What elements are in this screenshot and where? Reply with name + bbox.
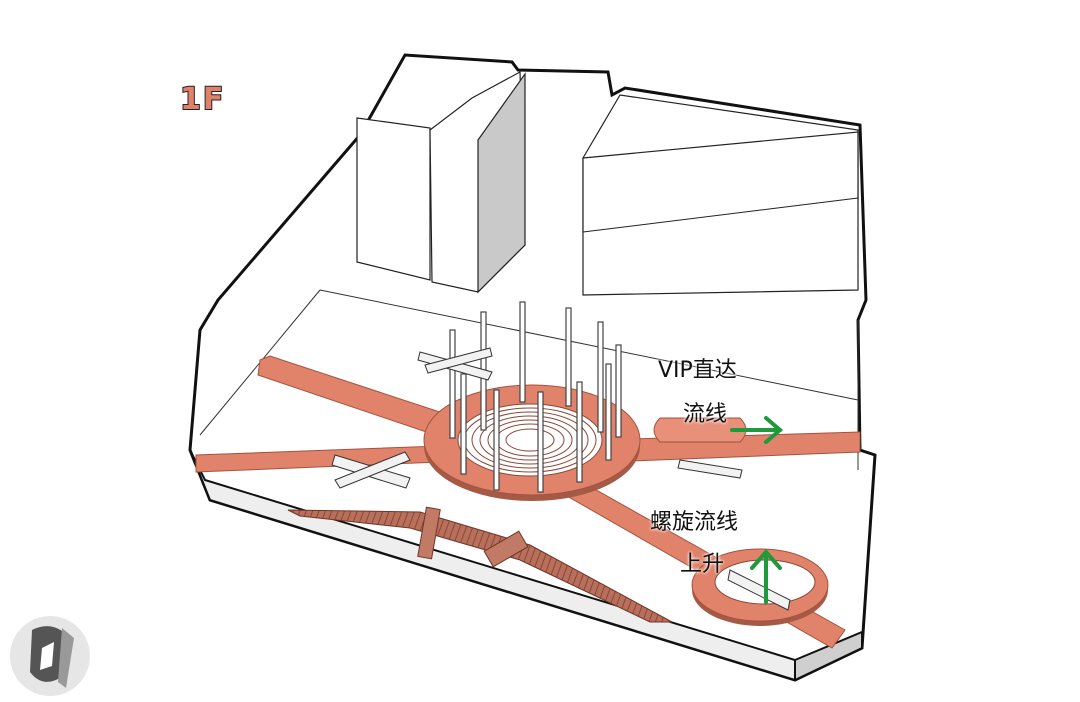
escalator-e	[677, 459, 743, 479]
ramp-band	[287, 506, 673, 623]
building-mass-right	[582, 94, 859, 296]
watermark-logo-icon	[10, 616, 90, 696]
spiral-annotation-line2: 上升	[680, 552, 725, 577]
spiral-annotation-line1: 螺旋流线	[650, 510, 739, 535]
escalator-nw	[417, 347, 493, 381]
floor-label: 1F	[179, 81, 226, 118]
spiral-disk	[691, 548, 829, 626]
escalator-w	[331, 451, 411, 489]
arrow-up-icon	[750, 548, 782, 604]
arrow-right-icon	[730, 416, 784, 444]
vip-tube	[653, 417, 747, 443]
building-mass-left	[356, 71, 526, 294]
vip-annotation-line2: 流线	[683, 402, 728, 427]
vip-annotation-line1: VIP直达	[658, 358, 737, 383]
